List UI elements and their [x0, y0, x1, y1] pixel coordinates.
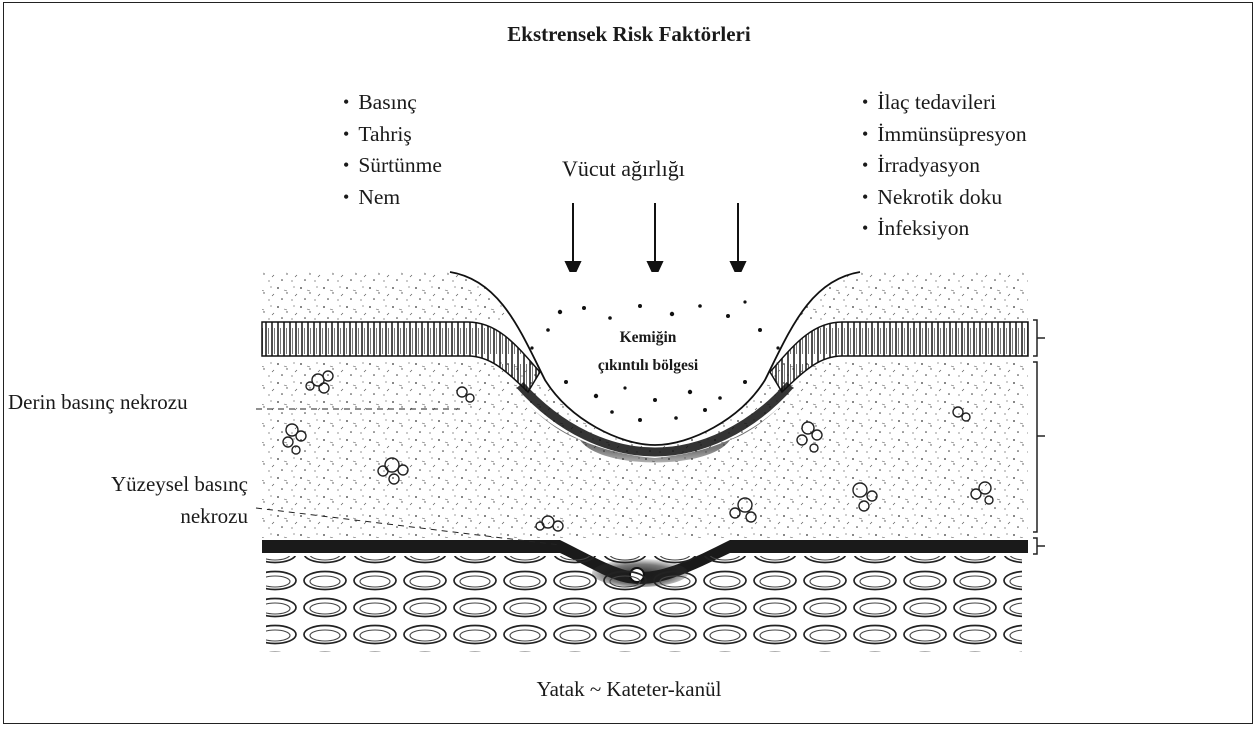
- bed-coils: [266, 556, 1022, 652]
- layer-brackets: [1033, 320, 1045, 554]
- body-weight-arrows: [566, 203, 745, 277]
- deep-necrosis-label: Derin basınç nekrozu: [8, 390, 188, 415]
- surface-label-line: Yüzeysel basınç: [44, 468, 248, 500]
- surface-necrosis-label: Yüzeysel basınç nekrozu: [44, 468, 248, 532]
- bed-catheter-label: Yatak ~ Kateter-kanül: [0, 677, 1258, 702]
- bone-label-line: Kemiğin: [490, 324, 806, 352]
- surface-label-line: nekrozu: [44, 500, 248, 532]
- bone-label-line: çıkıntılı bölgesi: [490, 352, 806, 380]
- bone-prominence-label: Kemiğin çıkıntılı bölgesi: [490, 324, 806, 380]
